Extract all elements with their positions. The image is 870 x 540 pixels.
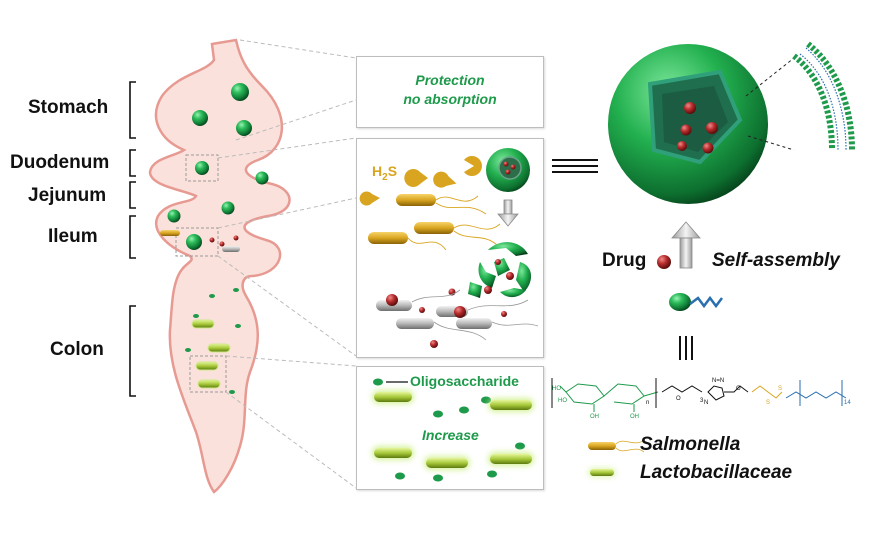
vertical-equivalence-icon <box>679 336 693 360</box>
h2s-h: H <box>372 163 383 179</box>
colon-oligosaccharides <box>185 288 241 394</box>
arrow-up-icon <box>671 221 701 269</box>
panel-ileum-mechanism <box>356 138 544 358</box>
h2s-label: H2S <box>372 163 397 183</box>
amphiphile-icon <box>669 293 723 311</box>
lactobacillus-rods <box>374 392 532 468</box>
grey-flagella <box>411 289 539 341</box>
svg-text:OH: OH <box>590 414 599 420</box>
degraded-nanoparticle <box>468 242 532 298</box>
svg-text:N=N: N=N <box>712 378 724 384</box>
svg-text:N: N <box>704 400 708 406</box>
equivalence-icon <box>552 159 598 173</box>
increase-label: Increase <box>422 427 479 443</box>
label-ileum: Ileum <box>48 226 98 247</box>
region-brackets <box>129 81 136 397</box>
drug-label: Drug <box>602 250 647 271</box>
svg-text:HO: HO <box>552 386 561 392</box>
released-drug <box>386 288 507 348</box>
duodenum-zoom-box <box>185 154 219 182</box>
ileum-zoom-box <box>175 227 219 257</box>
drug-icon <box>657 255 671 269</box>
zoom-connectors <box>217 39 357 489</box>
svg-text:OH: OH <box>630 414 639 420</box>
chem-text: HO HO OH OH n O 3 N=N N O S S 14 <box>552 378 851 420</box>
salmonella-icon <box>588 439 645 453</box>
label-colon: Colon <box>50 339 104 360</box>
svg-text:n: n <box>646 400 649 406</box>
large-nanoparticle <box>608 44 768 204</box>
colon-lactobacilli <box>191 319 231 389</box>
salmonella-rods <box>368 194 454 244</box>
colon-zoom-box <box>189 355 227 393</box>
svg-text:O: O <box>736 386 741 392</box>
label-stomach: Stomach <box>28 97 109 118</box>
panel-protection <box>356 56 544 128</box>
oligosaccharide-dots <box>373 378 525 482</box>
legend-salmonella: Salmonella <box>640 434 741 455</box>
legend-lactobacillaceae: Lactobacillaceae <box>640 462 793 483</box>
chemical-structure-icon <box>551 378 847 412</box>
protection-line1: Protection <box>415 72 485 88</box>
flagella <box>407 195 501 251</box>
intact-nanoparticle <box>486 148 530 192</box>
label-duodenum: Duodenum <box>10 152 110 173</box>
h2s-s: S <box>387 163 398 179</box>
label-jejunum: Jejunum <box>28 185 107 206</box>
arrow-down-icon <box>497 199 519 227</box>
oligosaccharide-label: Oligosaccharide <box>410 373 519 389</box>
h2s-sub: 2 <box>382 171 388 183</box>
stomach-nanoparticles <box>167 83 269 223</box>
lactobacillus-icon <box>588 468 616 477</box>
svg-text:S: S <box>766 400 770 406</box>
svg-text:O: O <box>676 396 681 402</box>
bilayer-icon <box>792 41 855 151</box>
protection-line2: no absorption <box>403 91 497 107</box>
svg-text:S: S <box>778 386 782 392</box>
svg-text:3: 3 <box>700 398 704 404</box>
panel-colon <box>356 366 544 490</box>
pacman-icons <box>359 155 482 206</box>
gut-outline <box>148 38 291 494</box>
bilayer-connectors <box>745 57 795 151</box>
svg-text:14: 14 <box>844 400 851 406</box>
self-assembly-label: Self-assembly <box>712 250 840 271</box>
svg-text:HO: HO <box>558 398 567 404</box>
